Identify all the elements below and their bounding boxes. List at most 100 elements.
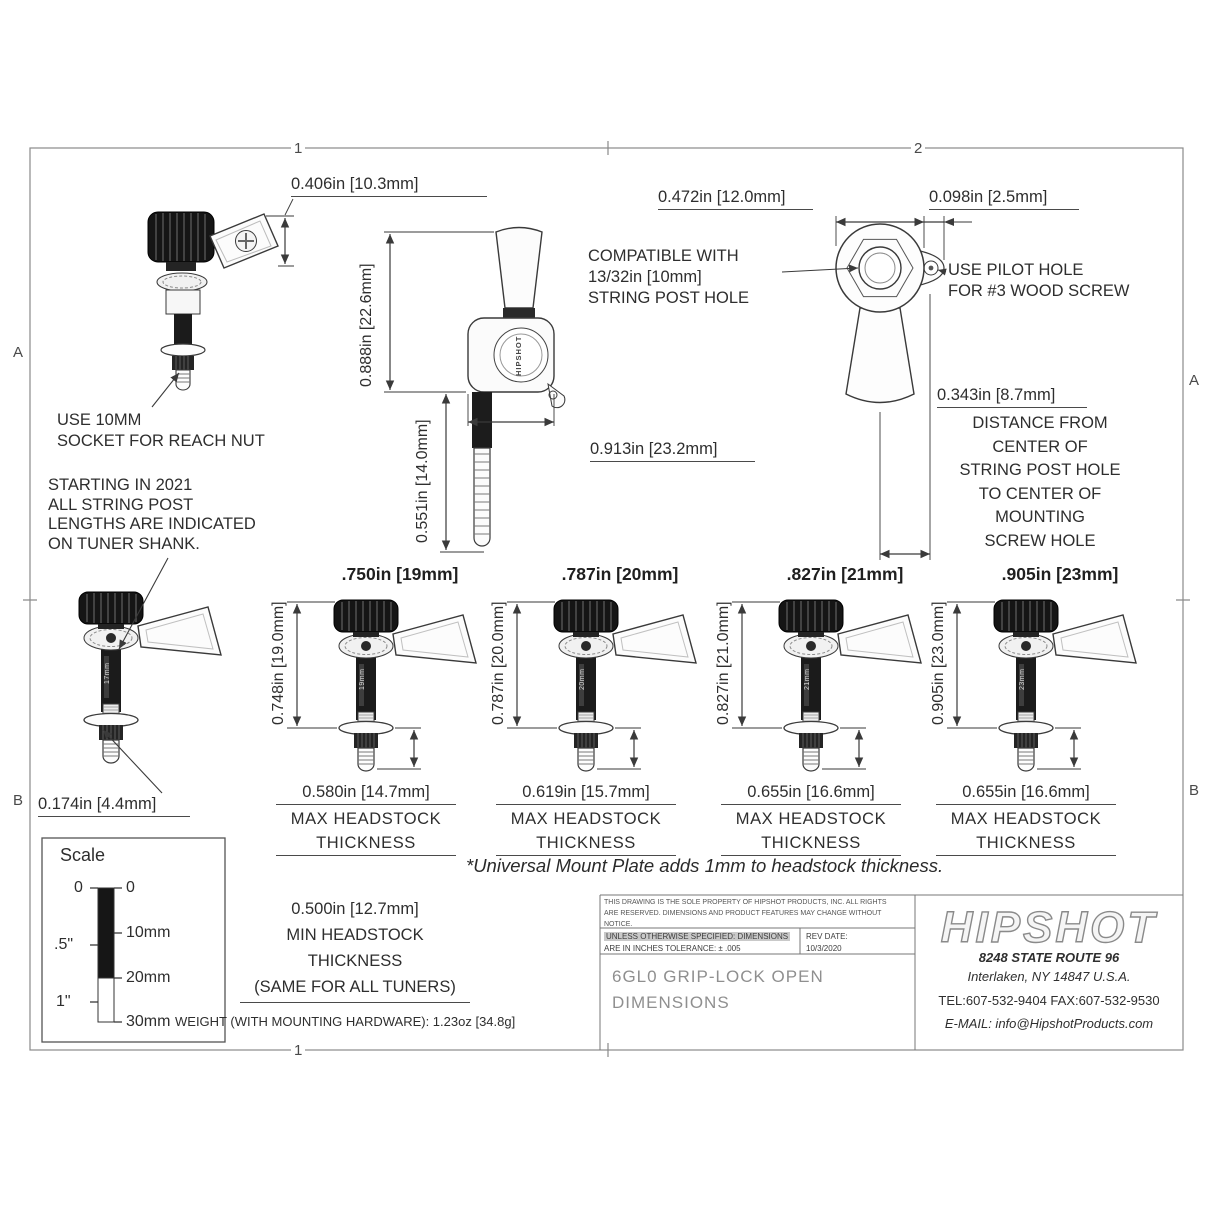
dimension-lines [102, 198, 1081, 794]
max-headstock-label: MAX HEADSTOCK [735, 810, 887, 828]
front-view-illustration [147, 211, 279, 391]
note-pilot-hole: USE PILOT HOLE FOR #3 WOOD SCREW [948, 260, 1130, 302]
note-offset: DISTANCE FROM CENTER OF STRING POST HOLE… [928, 412, 1152, 553]
company-email: E-MAIL: info@HipshotProducts.com [944, 1016, 1154, 1031]
note-min-thickness-line: (SAME FOR ALL TUNERS) [240, 974, 470, 1003]
dimension-max-thickness-827: 0.655in [16.6mm] [721, 783, 901, 805]
dimension-knob-width: 0.406in [10.3mm] [291, 175, 487, 197]
dimension-rear-ear: 0.098in [2.5mm] [929, 188, 1079, 210]
note-offset-line: MOUNTING [995, 508, 1085, 526]
tuner-header-750: .750in [19mm] [341, 564, 459, 584]
note-offset-line: TO CENTER OF [978, 484, 1102, 503]
note-min-thickness-line: 0.500in [12.7mm] [291, 900, 419, 918]
note-socket: USE 10MM SOCKET FOR REACH NUT [57, 410, 265, 452]
dimension-side-post-length: 0.551in [14.0mm] [414, 419, 431, 543]
post-length-marking: 17mm [104, 662, 111, 684]
tuner-front-illustration [333, 599, 477, 772]
note-min-thickness-line: MIN HEADSTOCK [286, 926, 424, 944]
zone-label-right-a: A [1186, 372, 1203, 389]
hipshot-logo: HIPSHOT [941, 903, 1158, 952]
thickness-label: THICKNESS [936, 834, 1116, 856]
zone-label-top-1: 1 [291, 140, 306, 157]
dimension-post-750: 0.748in [19.0mm] [270, 601, 287, 725]
tuner-header-827: .827in [21mm] [786, 564, 904, 584]
scale-inch-zero: 0 [74, 879, 83, 896]
dimension-max-thickness-750: 0.580in [14.7mm] [276, 783, 456, 805]
side-view-illustration [467, 226, 566, 547]
tuner-front-illustration [993, 599, 1137, 772]
scale-10mm: 10mm [126, 924, 171, 941]
zone-label-left-a: A [10, 344, 27, 361]
note-shank-line: ON TUNER SHANK. [48, 534, 200, 553]
note-offset-line: DISTANCE FROM [972, 414, 1108, 432]
disclaimer-line: ARE RESERVED. DIMENSIONS AND PRODUCT FEA… [604, 909, 882, 917]
scale-20mm: 20mm [126, 969, 171, 986]
post-length-marking: 23mm [1019, 668, 1026, 690]
disclaimer-line: NOTICE. [604, 920, 633, 928]
title-block-grid [599, 894, 1183, 1050]
dimension-max-thickness-787: 0.619in [15.7mm] [496, 783, 676, 805]
zone-label-top-2: 2 [911, 140, 926, 157]
company-city: Interlaken, NY 14847 U.S.A. [967, 969, 1131, 984]
note-pilot-hole-line: FOR #3 WOOD SCREW [948, 282, 1130, 301]
max-headstock-label: MAX HEADSTOCK [510, 810, 662, 828]
tuner-header-787: .787in [20mm] [561, 564, 679, 584]
company-phone: TEL:607-532-9404 FAX:607-532-9530 [938, 993, 1160, 1008]
tuner-header-905: .905in [23mm] [1001, 564, 1119, 584]
title-block-disclaimer: THIS DRAWING IS THE SOLE PROPERTY OF HIP… [604, 898, 910, 931]
note-offset-line: SCREW HOLE [984, 531, 1096, 550]
rear-view-illustration [835, 223, 945, 404]
dimension-washer: 0.174in [4.4mm] [38, 795, 190, 817]
note-socket-line: SOCKET FOR REACH NUT [57, 432, 265, 451]
tuner-front-illustration [78, 591, 222, 764]
note-shank-line: ALL STRING POST [48, 495, 194, 514]
scale-title: Scale [60, 845, 106, 865]
document-title-line: DIMENSIONS [612, 992, 730, 1012]
zone-label-right-b: B [1186, 782, 1203, 799]
rev-date-value: 10/3/2020 [806, 944, 842, 953]
note-shank-2021: STARTING IN 2021 ALL STRING POST LENGTHS… [48, 476, 256, 554]
document-title: 6GL0 GRIP-LOCK OPEN DIMENSIONS [612, 964, 824, 1015]
dimension-post-787: 0.787in [20.0mm] [490, 601, 507, 725]
title-block-rev-date: REV DATE: 10/3/2020 [806, 931, 912, 955]
hipshot-badge-text: HIPSHOT [514, 335, 523, 377]
tuner-front-illustration [778, 599, 922, 772]
dimension-post-905: 0.905in [23.0mm] [930, 601, 947, 725]
spec-line: ARE IN INCHES TOLERANCE: ± .005 [604, 944, 741, 953]
thickness-label: THICKNESS [276, 834, 456, 856]
scale-one-inch: 1" [56, 993, 71, 1010]
note-pilot-hole-line: USE PILOT HOLE [948, 261, 1084, 279]
note-socket-line: USE 10MM [57, 411, 142, 429]
post-length-marking: 21mm [804, 668, 811, 690]
note-compatible-line: 13/32in [10mm] [588, 268, 702, 287]
note-compatible-line: COMPATIBLE WITH [588, 247, 739, 265]
post-length-marking: 19mm [359, 668, 366, 690]
rev-date-label: REV DATE: [806, 932, 848, 941]
scale-30mm: 30mm [126, 1013, 171, 1030]
note-min-thickness: 0.500in [12.7mm] MIN HEADSTOCK THICKNESS… [240, 896, 470, 1003]
note-shank-line: LENGTHS ARE INDICATED [48, 515, 256, 533]
dimension-offset: 0.343in [8.7mm] [937, 386, 1087, 408]
zone-label-left-b: B [10, 792, 27, 809]
dimension-max-thickness-905: 0.655in [16.6mm] [936, 783, 1116, 805]
note-weight: WEIGHT (WITH MOUNTING HARDWARE): 1.23oz … [175, 1014, 516, 1029]
company-street: 8248 STATE ROUTE 96 [978, 950, 1120, 965]
scale-mm-zero: 0 [126, 879, 135, 896]
dimension-side-height: 0.888in [22.6mm] [358, 263, 375, 387]
zone-label-bottom-1: 1 [291, 1042, 306, 1059]
title-block-spec: UNLESS OTHERWISE SPECIFIED: DIMENSIONS A… [604, 931, 798, 955]
scale-ruler [41, 837, 226, 1043]
document-title-line: 6GL0 GRIP-LOCK OPEN [612, 967, 824, 986]
thickness-label: THICKNESS [721, 834, 901, 856]
spec-line: UNLESS OTHERWISE SPECIFIED: DIMENSIONS [604, 932, 791, 941]
note-min-thickness-line: THICKNESS [307, 952, 403, 970]
note-universal-mount: *Universal Mount Plate adds 1mm to heads… [466, 855, 944, 876]
note-compatible: COMPATIBLE WITH 13/32in [10mm] STRING PO… [588, 246, 749, 309]
max-headstock-label: MAX HEADSTOCK [950, 810, 1102, 828]
note-shank-line: STARTING IN 2021 [48, 476, 193, 494]
disclaimer-line: THIS DRAWING IS THE SOLE PROPERTY OF HIP… [604, 899, 887, 906]
max-headstock-label: MAX HEADSTOCK [290, 810, 442, 828]
note-offset-line: STRING POST HOLE [959, 461, 1121, 479]
